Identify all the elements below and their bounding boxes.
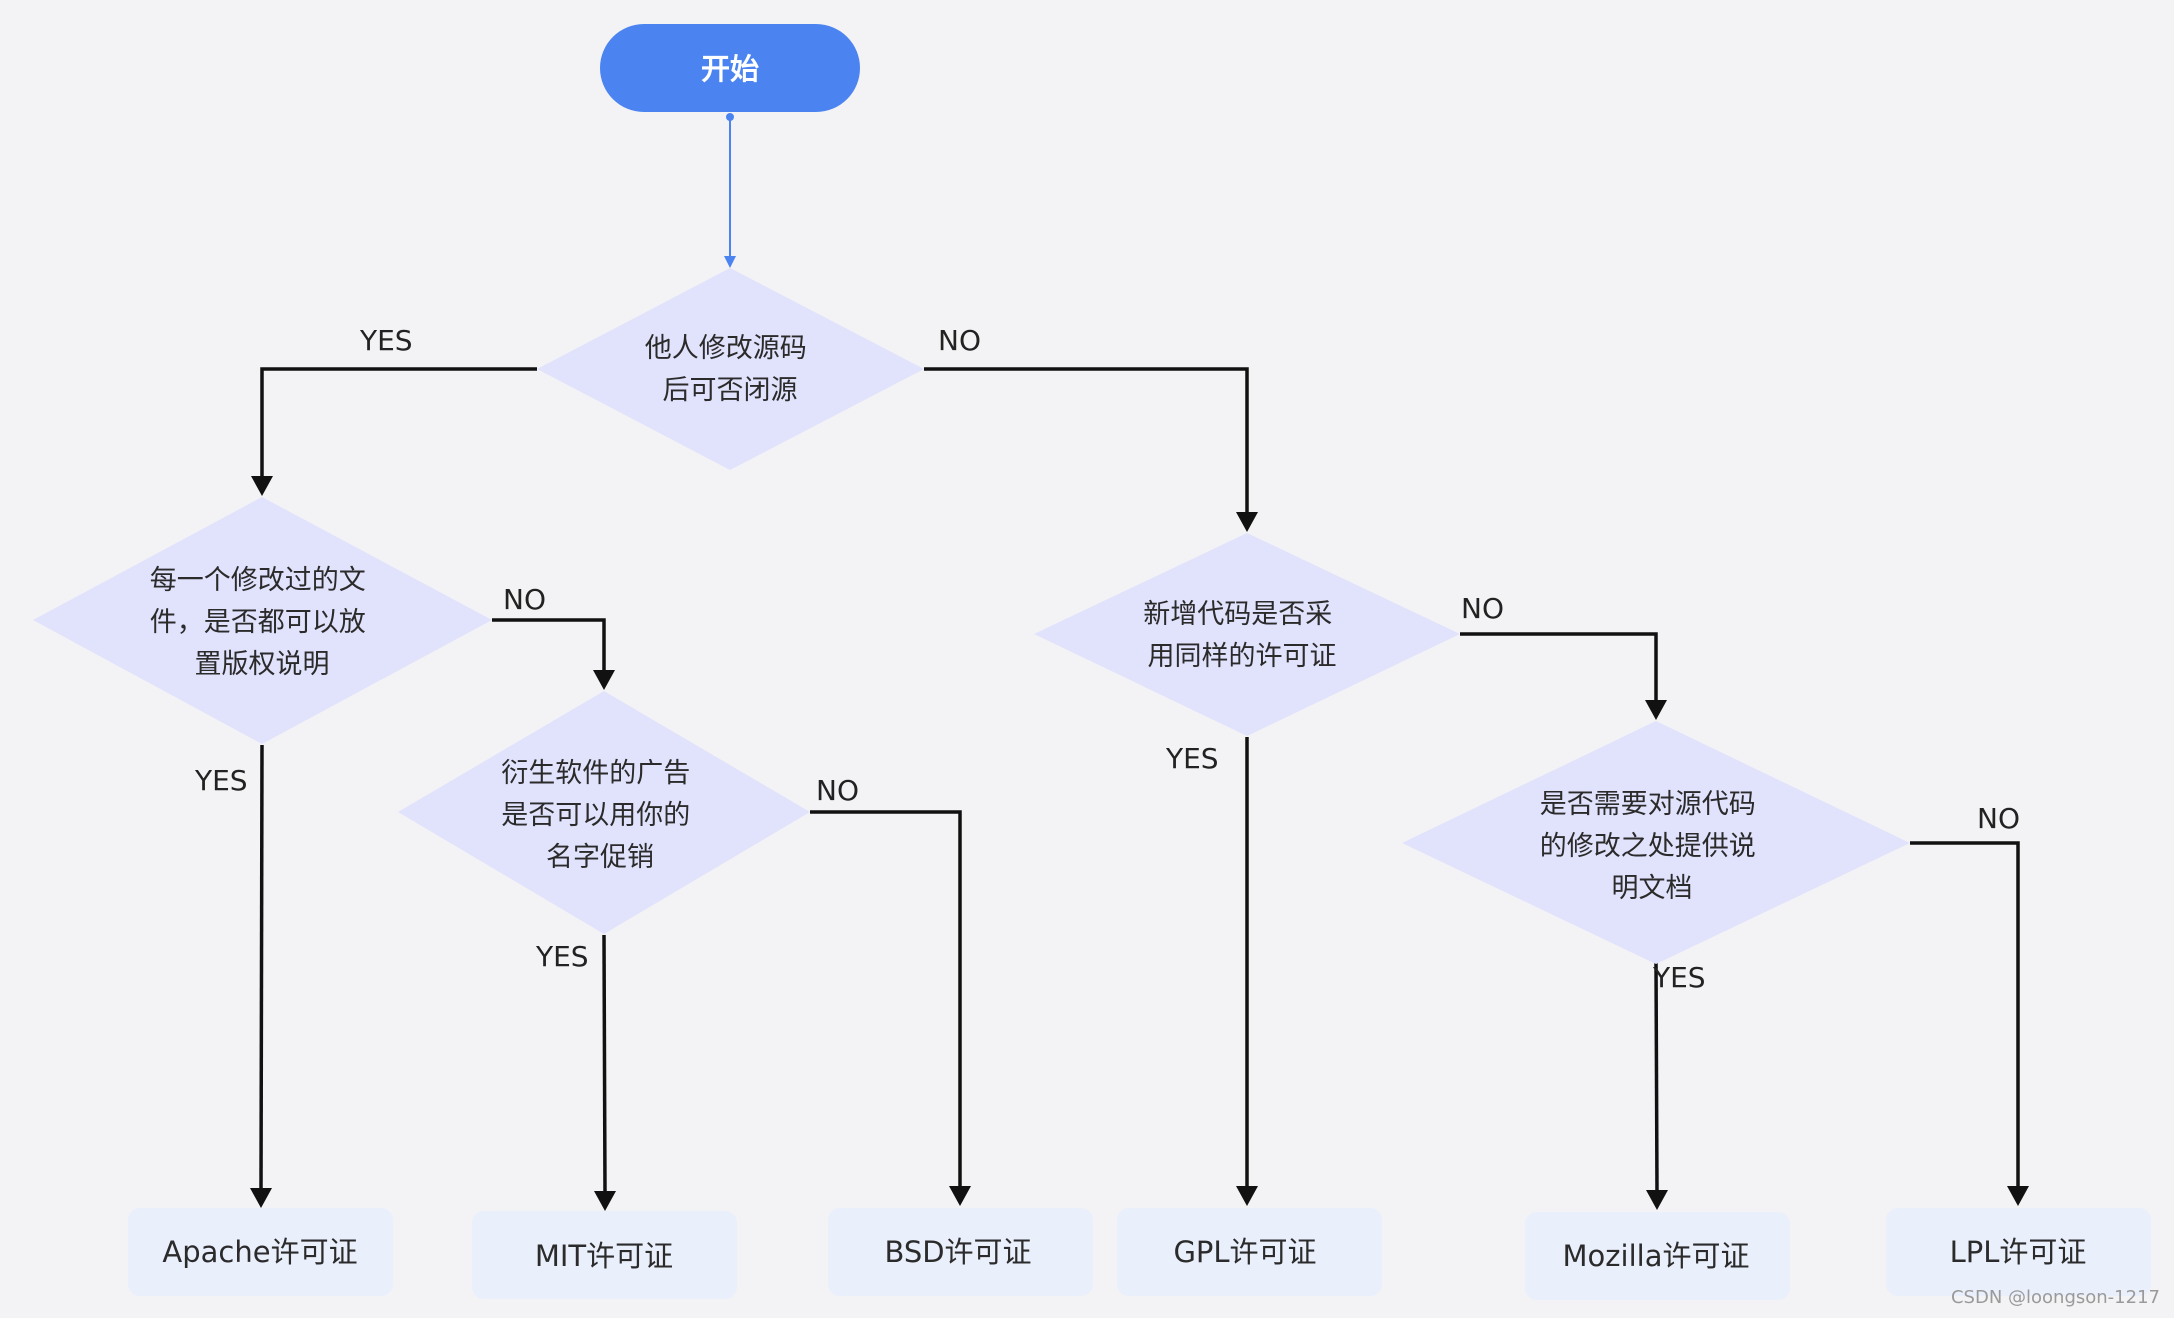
edge-line: [1654, 961, 1659, 1193]
arrowhead: [2007, 1186, 2029, 1206]
result-shape: [1117, 1208, 1382, 1296]
result-label: MIT许可证: [535, 1239, 673, 1273]
decision-shape: [1402, 721, 1910, 964]
edge-q4-gpl: YES: [1165, 737, 1258, 1206]
edge-line: [1460, 632, 1658, 702]
arrowhead: [1236, 1186, 1258, 1206]
arrowhead: [250, 1188, 272, 1208]
result-gpl[interactable]: GPL许可证: [1117, 1208, 1382, 1296]
result-label: GPL许可证: [1173, 1235, 1316, 1269]
result-mozilla[interactable]: Mozilla许可证: [1525, 1212, 1790, 1300]
result-apache[interactable]: Apache许可证: [128, 1208, 393, 1296]
arrowhead: [1236, 512, 1258, 532]
decision-line: 每一个修改过的文: [150, 565, 366, 596]
arrowhead: [1646, 1190, 1668, 1210]
result-mit[interactable]: MIT许可证: [472, 1211, 737, 1299]
edge-line: [492, 618, 606, 672]
edge-q1-q2: YES: [251, 324, 537, 496]
edge-line: [1910, 841, 2020, 1188]
arrowhead: [593, 670, 615, 690]
decision-shape: [1034, 533, 1460, 736]
result-shape: [828, 1208, 1093, 1296]
edge-label-no: NO: [816, 774, 859, 807]
edge-q3-mit: YES: [535, 934, 616, 1211]
result-shape: [1525, 1212, 1790, 1300]
decision-q3[interactable]: 衍生软件的广告 是否可以用你的 名字促销: [398, 691, 810, 934]
decision-text: 每一个修改过的文 件，是否都可以放 置版权说明: [150, 565, 375, 680]
start-node[interactable]: 开始: [600, 24, 860, 112]
edge-label-yes: YES: [1652, 961, 1706, 994]
arrowhead: [1645, 700, 1667, 720]
watermark: CSDN @loongson-1217: [1950, 1287, 2160, 1308]
arrowhead: [594, 1191, 616, 1211]
decision-line: 的修改之处提供说: [1540, 831, 1756, 862]
decision-q1[interactable]: 他人修改源码 后可否闭源: [537, 268, 924, 470]
arrowhead: [949, 1186, 971, 1206]
decision-shape: [33, 497, 492, 744]
edge-line: [259, 744, 264, 1191]
decision-text: 他人修改源码 后可否闭源: [645, 333, 816, 406]
decision-shape: [398, 691, 810, 934]
edge-label-yes: YES: [359, 324, 413, 357]
decision-line: 是否可以用你的: [501, 800, 690, 831]
result-shape: [1886, 1208, 2151, 1296]
edge-label-no: NO: [1461, 592, 1504, 625]
decision-text: 是否需要对源代码 的修改之处提供说 明文档: [1540, 789, 1765, 904]
edge-label-yes: YES: [535, 940, 589, 973]
edge-label-yes: YES: [1165, 742, 1219, 775]
result-lpl[interactable]: LPL许可证: [1886, 1208, 2151, 1296]
decision-line: 是否需要对源代码: [1540, 789, 1756, 820]
edges: YES NO YES NO YES NO: [194, 113, 2029, 1211]
decision-line: 名字促销: [546, 842, 654, 873]
result-bsd[interactable]: BSD许可证: [828, 1208, 1093, 1296]
decision-line: 件，是否都可以放: [150, 607, 366, 638]
edge-q4-q5: NO: [1460, 592, 1667, 720]
edge-q5-mozilla: YES: [1646, 961, 1706, 1210]
decision-shape: [537, 268, 924, 470]
edge-line: [602, 934, 607, 1194]
result-label: BSD许可证: [884, 1235, 1031, 1269]
decision-line: 后可否闭源: [663, 375, 798, 406]
arrowhead: [251, 476, 273, 496]
arrowhead: [724, 256, 736, 268]
decision-line: 置版权说明: [195, 649, 330, 680]
edge-line: [924, 367, 1249, 514]
decision-line: 衍生软件的广告: [501, 758, 690, 789]
edge-label-no: NO: [1977, 802, 2020, 835]
result-shape: [128, 1208, 393, 1296]
result-label: LPL许可证: [1950, 1235, 2087, 1269]
decision-line: 他人修改源码: [645, 333, 807, 364]
start-shape: [600, 24, 860, 112]
edge-q5-lpl: NO: [1910, 802, 2029, 1206]
edge-q1-q4: NO: [924, 324, 1258, 532]
decision-q5[interactable]: 是否需要对源代码 的修改之处提供说 明文档: [1402, 721, 1910, 964]
edge-start-q1: [724, 113, 736, 268]
edge-q3-bsd: NO: [810, 774, 971, 1206]
decision-text: 衍生软件的广告 是否可以用你的 名字促销: [501, 758, 699, 873]
start-label: 开始: [701, 52, 759, 86]
decision-line: 新增代码是否采: [1143, 599, 1332, 630]
decision-q4[interactable]: 新增代码是否采 用同样的许可证: [1034, 533, 1460, 736]
result-label: Mozilla许可证: [1563, 1239, 1750, 1273]
result-shape: [472, 1211, 737, 1299]
decision-line: 明文档: [1612, 873, 1693, 904]
edge-line: [260, 367, 537, 478]
edge-label-no: NO: [503, 583, 546, 616]
edge-q2-q3: NO: [492, 583, 615, 690]
result-label: Apache许可证: [162, 1235, 357, 1269]
edge-q2-apache: YES: [194, 744, 272, 1208]
decision-line: 用同样的许可证: [1148, 641, 1337, 672]
decision-q2[interactable]: 每一个修改过的文 件，是否都可以放 置版权说明: [33, 497, 492, 744]
edge-label-yes: YES: [194, 764, 248, 797]
decision-text: 新增代码是否采 用同样的许可证: [1143, 599, 1341, 672]
edge-line: [810, 810, 962, 1188]
edge-label-no: NO: [938, 324, 981, 357]
